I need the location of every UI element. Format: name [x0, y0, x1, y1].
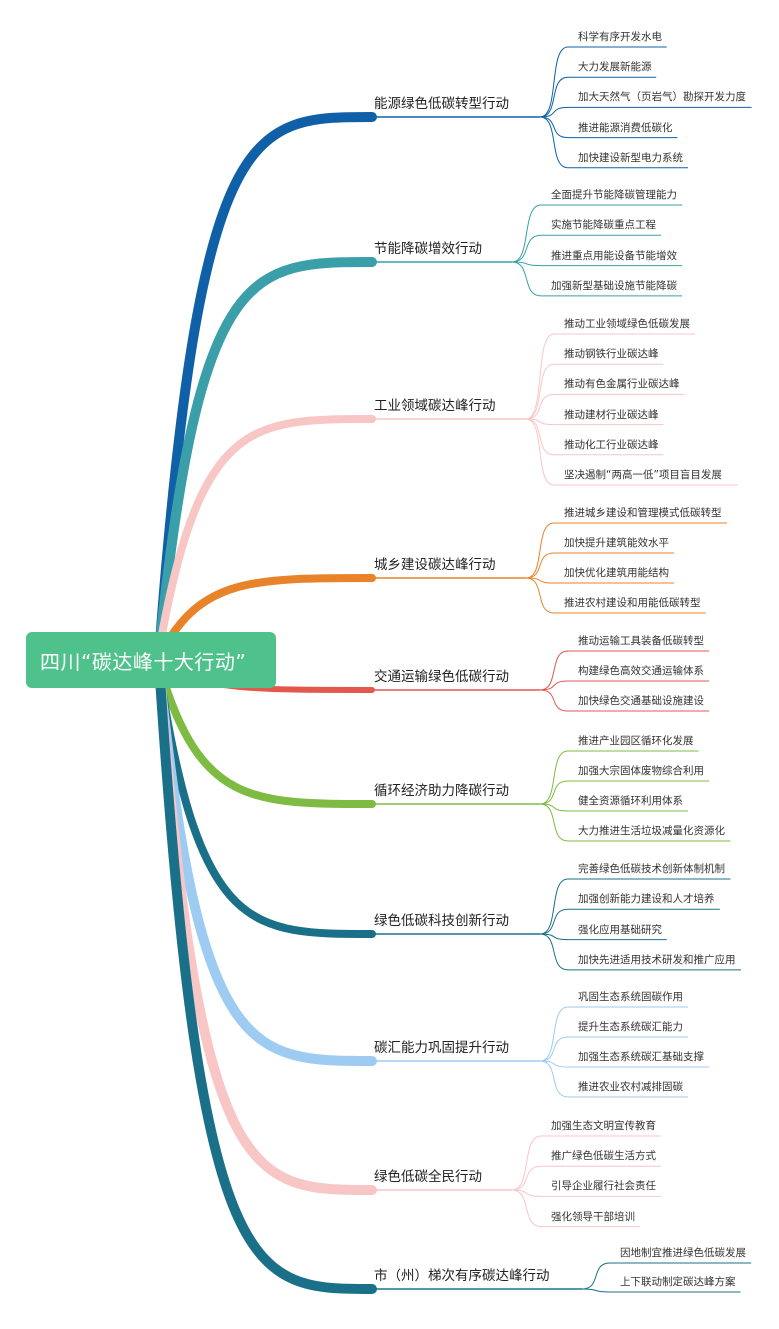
branch-label-7[interactable]: 绿色低碳科技创新行动 — [374, 913, 509, 929]
leaf-connector — [539, 1006, 569, 1062]
leaf-label[interactable]: 推进能源消费低碳化 — [578, 121, 673, 134]
leaf-label[interactable]: 巩固生态系统固碳作用 — [578, 991, 683, 1003]
leaf-label[interactable]: 坚决遏制“两高一低”项目盲目发展 — [564, 469, 722, 481]
leaf-connector — [539, 908, 569, 935]
branch-connector-10 — [155, 673, 377, 1294]
leaf-connector — [539, 106, 569, 118]
leaf-connector — [539, 680, 569, 691]
branch-label-1[interactable]: 能源绿色低碳转型行动 — [374, 96, 509, 112]
branch-connector-4 — [156, 574, 376, 660]
leaf-connector — [539, 750, 569, 805]
leaf-connector — [539, 933, 569, 971]
leaf-connector — [581, 1288, 611, 1293]
leaf-label[interactable]: 因地制宜推进绿色低碳发展 — [620, 1247, 746, 1259]
leaf-label[interactable]: 强化领导干部培训 — [551, 1210, 635, 1223]
branch-connector-3 — [156, 415, 376, 650]
leaf-label[interactable]: 完善绿色低碳技术创新体制机制 — [578, 863, 725, 875]
leaf-label[interactable]: 推动钢铁行业碳达峰 — [564, 348, 659, 361]
leaf-label[interactable]: 推进农村建设和用能低碳转型 — [564, 597, 701, 609]
leaf-connector — [539, 46, 569, 118]
root-node-label: 四川“碳达峰十大行动” — [40, 649, 247, 674]
leaf-label[interactable]: 提升生态系统碳汇能力 — [578, 1021, 683, 1033]
leaf-connector — [539, 116, 569, 169]
leaf-label[interactable]: 推动建材行业碳达峰 — [564, 408, 659, 421]
leaf-label[interactable]: 加强大宗固体废物综合利用 — [578, 765, 704, 777]
leaf-label[interactable]: 实施节能降碳重点工程 — [551, 219, 656, 232]
leaf-connector — [525, 577, 555, 614]
leaf-label[interactable]: 加大天然气（页岩气）勘探开发力度 — [578, 91, 746, 104]
leaf-label[interactable]: 健全资源循环利用体系 — [578, 795, 683, 807]
leaf-label[interactable]: 大力发展新能源 — [578, 61, 652, 74]
branch-label-4[interactable]: 城乡建设碳达峰行动 — [374, 557, 496, 573]
leaf-label[interactable]: 加快优化建筑用能结构 — [564, 567, 669, 579]
branch-connector-8 — [155, 673, 377, 1066]
root-node[interactable]: 四川“碳达峰十大行动” — [26, 632, 276, 688]
leaf-label[interactable]: 推动化工行业碳达峰 — [564, 438, 659, 451]
branch-connector-6 — [156, 664, 376, 808]
branch-label-3[interactable]: 工业领域碳达峰行动 — [374, 398, 496, 414]
branch-label-10[interactable]: 市（州）梯次有序碳达峰行动 — [374, 1268, 550, 1284]
leaf-label[interactable]: 推广绿色低碳生活方式 — [551, 1150, 656, 1163]
leaf-label[interactable]: 构建绿色高效交通运输体系 — [578, 665, 704, 677]
leaf-connector — [511, 1189, 542, 1228]
leaf-label[interactable]: 大力推进生活垃圾减量化资源化 — [578, 825, 725, 837]
leaf-connector — [525, 333, 555, 420]
leaf-label[interactable]: 推动工业领域绿色低碳发展 — [564, 318, 690, 330]
branch-label-5[interactable]: 交通运输绿色低碳行动 — [374, 669, 509, 685]
leaf-label[interactable]: 推进产业园区循环化发展 — [578, 735, 694, 747]
leaf-connector — [525, 552, 555, 579]
branch-connector-7 — [156, 672, 376, 938]
leaf-connector — [539, 878, 569, 935]
leaf-label[interactable]: 科学有序开发水电 — [578, 31, 662, 43]
leaf-connector — [511, 234, 542, 263]
leaf-label[interactable]: 推进城乡建设和管理模式低碳转型 — [564, 507, 722, 519]
leaf-connector — [511, 204, 542, 263]
leaf-label[interactable]: 推进重点用能设备节能增效 — [551, 249, 677, 262]
leaf-connector — [525, 418, 555, 486]
leaf-connector — [525, 393, 555, 420]
leaf-connector — [581, 1262, 611, 1290]
leaf-label[interactable]: 加强创新能力建设和人才培养 — [578, 893, 715, 906]
branch-label-9[interactable]: 绿色低碳全民行动 — [374, 1169, 482, 1185]
branch-label-6[interactable]: 循环经济助力降碳行动 — [374, 783, 509, 799]
leaf-connector — [525, 522, 555, 579]
leaf-connector — [539, 689, 569, 712]
leaf-label[interactable]: 引导企业履行社会责任 — [551, 1180, 656, 1193]
leaf-label[interactable]: 加快提升建筑能效水平 — [564, 537, 669, 549]
branch-label-8[interactable]: 碳汇能力巩固提升行动 — [374, 1040, 509, 1056]
leaf-label[interactable]: 加快建设新型电力系统 — [578, 151, 683, 164]
leaf-connector — [539, 650, 569, 691]
leaf-label[interactable]: 加快绿色交通基础设施建设 — [578, 695, 704, 707]
leaf-connector — [539, 780, 569, 805]
branch-connector-2 — [155, 257, 377, 647]
leaf-label[interactable]: 加强新型基础设施节能降碳 — [551, 279, 677, 292]
branch-label-2[interactable]: 节能降碳增效行动 — [374, 241, 482, 257]
leaf-connector — [539, 1036, 569, 1062]
leaf-connector — [539, 803, 569, 842]
leaf-label[interactable]: 推动运输工具装备低碳转型 — [578, 635, 704, 647]
leaf-label[interactable]: 强化应用基础研究 — [578, 923, 662, 936]
leaf-label[interactable]: 推进农业农村减排固碳 — [578, 1081, 683, 1093]
leaf-label[interactable]: 加快先进适用技术研发和推广应用 — [578, 953, 736, 966]
leaf-connector — [511, 1165, 542, 1191]
leaf-label[interactable]: 推动有色金属行业碳达峰 — [564, 378, 680, 391]
leaf-connector — [539, 116, 569, 139]
leaf-label[interactable]: 加强生态系统碳汇基础支撑 — [578, 1051, 704, 1063]
branch-connector-1 — [155, 112, 377, 647]
leaf-connector — [539, 1060, 569, 1098]
leaf-label[interactable]: 加强生态文明宣传教育 — [551, 1120, 656, 1132]
leaf-connector — [511, 261, 542, 297]
leaf-connector — [525, 363, 555, 420]
leaf-connector — [539, 76, 569, 118]
leaf-label[interactable]: 上下联动制定碳达峰方案 — [620, 1276, 736, 1288]
leaf-connector — [511, 1135, 542, 1191]
leaf-label[interactable]: 全面提升节能降碳管理能力 — [551, 189, 677, 201]
